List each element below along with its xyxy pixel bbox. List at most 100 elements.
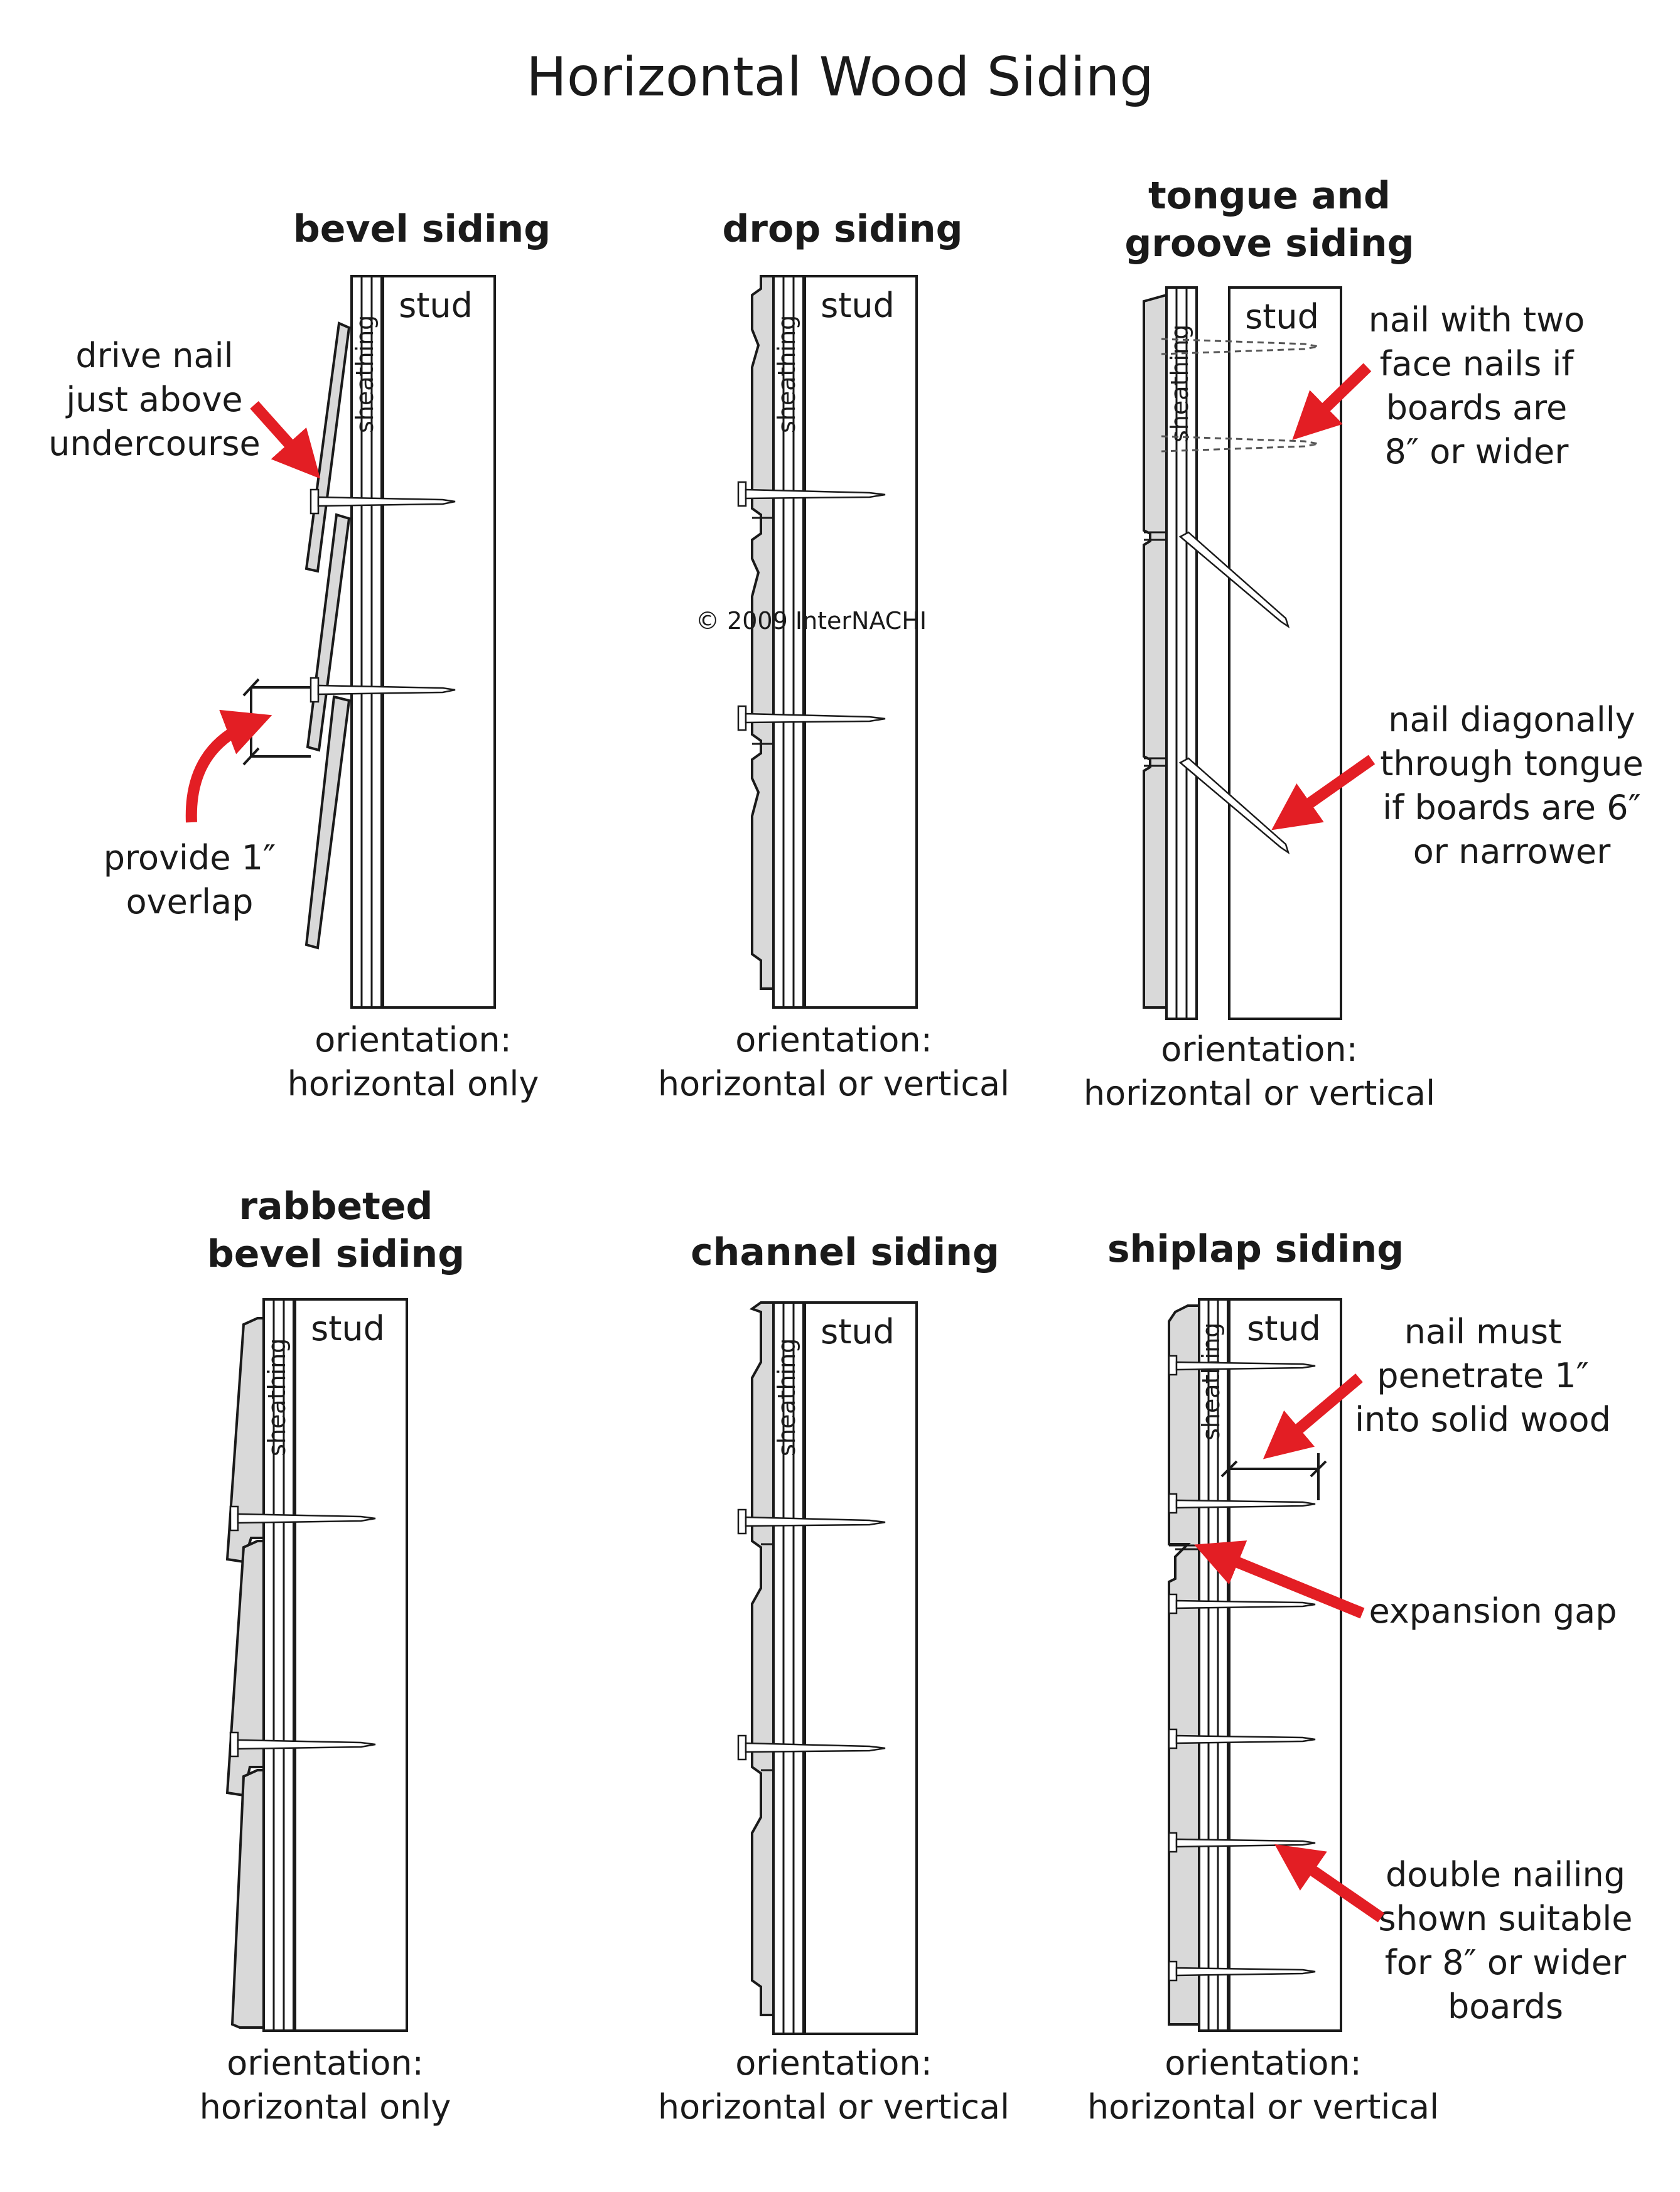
nail [310, 488, 456, 515]
panel-channel-siding: channel siding stud sheathing orientatio… [658, 1230, 1010, 2127]
stud [804, 275, 918, 1009]
heading-channel-siding: channel siding [691, 1230, 999, 1274]
tongue-groove-boards [1143, 293, 1168, 1009]
orientation-value: horizontal or vertical [1087, 2087, 1439, 2127]
diagonal-nail [1178, 757, 1290, 854]
nail [737, 1734, 886, 1761]
sheathing [350, 275, 383, 1009]
stud [804, 1301, 918, 2035]
sheathing [262, 1298, 295, 2032]
panel-rabbeted-bevel-siding: rabbeted bevel siding stud sheathing ori… [200, 1185, 465, 2127]
arrow-overlap [185, 709, 272, 823]
orientation-value: horizontal only [288, 1064, 539, 1104]
nail [737, 705, 886, 731]
note-expansion-gap: expansion gap [1369, 1591, 1617, 1631]
note-double-nailing: double nailing [1386, 1855, 1625, 1894]
bevel-boards [304, 321, 351, 950]
orientation-label: orientation: [315, 1020, 512, 1060]
arrow-diagonal [1271, 755, 1376, 830]
diagonal-nail [1178, 531, 1290, 628]
note-double-nailing: shown suitable [1378, 1899, 1632, 1938]
copyright-notice: © 2009 InterNACHI [696, 607, 927, 635]
orientation-value: horizontal or vertical [658, 1064, 1010, 1104]
arrow-expansion-gap [1194, 1540, 1365, 1619]
panel-drop-siding: drop siding stud sheathing © 2009 InterN… [658, 207, 1010, 1104]
stud [1228, 286, 1342, 1020]
rabbeted-boards [225, 1317, 265, 2029]
sheathing-label: sheathing [263, 1338, 291, 1456]
stud [294, 1298, 408, 2032]
note-overlap: overlap [126, 882, 254, 921]
stud-label: stud [821, 1312, 895, 1351]
nail [310, 677, 456, 703]
arrow-drive-nail [250, 400, 321, 479]
nail [1168, 1960, 1316, 1982]
hidden-face-nail [1161, 435, 1319, 453]
nail [1168, 1493, 1316, 1514]
orientation-label: orientation: [227, 2043, 424, 2083]
nail [1168, 1593, 1316, 1614]
note-overlap: provide 1″ [104, 838, 276, 878]
shiplap-boards [1168, 1304, 1200, 2026]
sheathing-label: sheathing [773, 1338, 800, 1456]
note-drive-nail: drive nail [75, 336, 233, 375]
nail [1168, 1355, 1316, 1376]
note-face-nails: boards are [1386, 388, 1568, 427]
note-double-nailing: boards [1448, 1987, 1563, 2026]
heading-rabbeted-bevel: rabbeted [239, 1185, 433, 1228]
sheathing-label: sheathing [1197, 1323, 1225, 1441]
note-double-nailing: for 8″ or wider [1385, 1943, 1627, 1982]
orientation-value: horizontal or vertical [658, 2087, 1010, 2127]
nail [1168, 1728, 1316, 1749]
heading-rabbeted-bevel: bevel siding [207, 1232, 465, 1276]
orientation-value: horizontal only [200, 2087, 451, 2127]
arrow-penetrate [1263, 1373, 1363, 1459]
note-diagonal: through tongue [1380, 744, 1644, 783]
stud [382, 275, 496, 1009]
drop-boards [751, 275, 775, 990]
note-diagonal: nail diagonally [1388, 700, 1635, 739]
note-drive-nail: undercourse [48, 424, 260, 463]
stud-label: stud [1245, 297, 1319, 336]
note-drive-nail: just above [65, 380, 242, 419]
stud-label: stud [311, 1309, 385, 1348]
orientation-label: orientation: [1161, 1029, 1358, 1069]
note-diagonal: or narrower [1413, 832, 1611, 871]
panel-shiplap-siding: shiplap siding stud sheathing [1087, 1227, 1633, 2127]
note-penetrate: into solid wood [1355, 1400, 1611, 1439]
note-penetrate: nail must [1404, 1312, 1562, 1351]
note-face-nails: nail with two [1369, 300, 1585, 340]
heading-drop-siding: drop siding [722, 207, 962, 251]
stud-label: stud [821, 286, 895, 325]
note-face-nails: 8″ or wider [1385, 432, 1570, 471]
sheathing-label: sheathing [351, 315, 379, 433]
page-title: Horizontal Wood Siding [526, 46, 1154, 109]
panel-tongue-groove-siding: tongue and groove siding stud sheathing [1084, 174, 1644, 1113]
stud-label: stud [399, 286, 473, 325]
nail [229, 1505, 376, 1532]
arrow-double-nailing [1274, 1844, 1385, 1923]
heading-shiplap-siding: shiplap siding [1107, 1227, 1404, 1271]
nail [737, 1508, 886, 1535]
channel-boards [749, 1301, 775, 2016]
stud-label: stud [1247, 1309, 1321, 1348]
nail [737, 481, 886, 507]
orientation-label: orientation: [735, 2043, 932, 2083]
sheathing [1165, 286, 1198, 1020]
nail [229, 1731, 376, 1758]
hidden-face-nail [1161, 338, 1319, 355]
sheathing-label: sheathing [1166, 325, 1193, 443]
orientation-label: orientation: [1165, 2043, 1362, 2083]
orientation-label: orientation: [735, 1020, 932, 1060]
note-penetrate: penetrate 1″ [1377, 1356, 1589, 1395]
sheathing [772, 275, 805, 1009]
sheathing-label: sheathing [773, 315, 800, 433]
arrow-face-nails [1292, 363, 1372, 441]
panel-bevel-siding: bevel siding stud sheathing [48, 207, 551, 1104]
sheathing [1198, 1298, 1229, 2032]
note-diagonal: if boards are 6″ [1382, 788, 1640, 827]
orientation-value: horizontal or vertical [1084, 1073, 1435, 1113]
heading-tongue-groove: tongue and [1148, 174, 1391, 218]
note-face-nails: face nails if [1380, 344, 1575, 384]
penetration-dimension [1220, 1453, 1327, 1500]
